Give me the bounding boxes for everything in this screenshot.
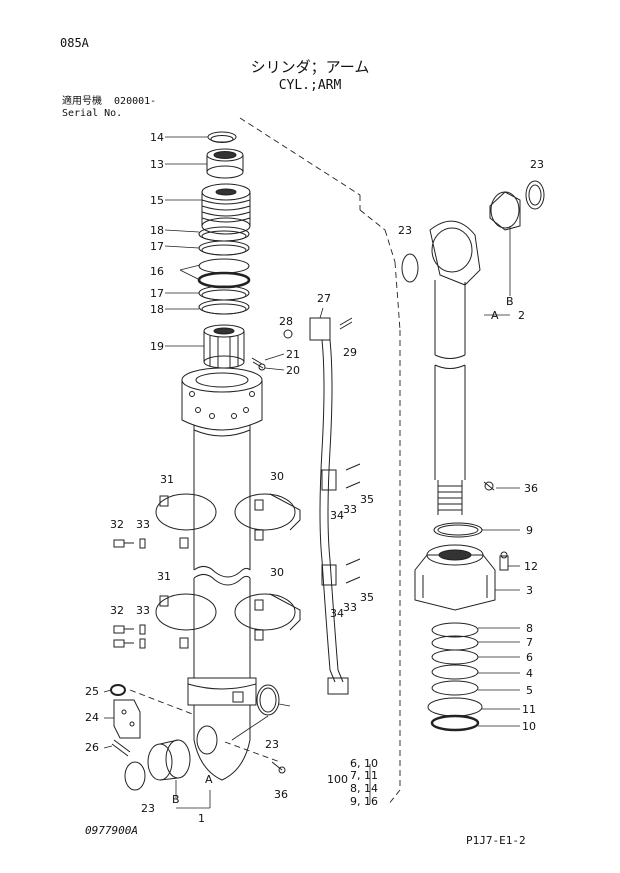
part-16-o-ring [197,258,251,289]
serial-label-en: Serial No. [62,108,123,119]
piston-seal-stack [427,622,483,732]
part-36-right [483,481,495,491]
callout-23: 23 [141,802,155,815]
callout-13: 13 [150,158,164,171]
callout-34: 34 [330,607,344,620]
dashed-frame [129,117,401,806]
callout-16: 16 [150,265,164,278]
callout-17: 17 [150,287,164,300]
callout-35: 35 [360,493,374,506]
part-25-o-ring [110,684,126,696]
part-3-piston [414,544,496,611]
kit-note: 6, 10 100 7, 11 8, 14 9, 16 [327,757,378,808]
callout-6: 6 [526,651,533,664]
callout-10: 10 [522,720,536,733]
part-23-rod-rings [401,180,545,283]
band-31-30-upper [155,493,301,549]
sheet-reference: P1J7-E1-2 [466,834,526,847]
callout-labels: 14 13 15 18 17 16 17 18 19 28 27 29 21 2… [85,131,544,825]
callout-B: B [506,295,514,308]
callout-20: 20 [286,364,300,377]
callout-26: 26 [85,741,99,754]
part-14-ring [207,131,237,143]
kit-line-4: 9, 16 [350,795,378,808]
callout-14: 14 [150,131,164,144]
part-18-backup-ring-lower [198,299,250,315]
kit-line-3: 8, 14 [350,782,378,795]
callout-32: 32 [110,518,124,531]
callout-4: 4 [526,667,533,680]
callout-15: 15 [150,194,164,207]
part-23-ring-right [256,684,280,716]
callout-18: 18 [150,303,164,316]
callout-A: A [205,773,213,786]
part-23-bushing-left [124,739,191,791]
callout-29: 29 [343,346,357,359]
callout-24: 24 [85,711,99,724]
part-20-21-screw [251,357,266,371]
page-title-jp: シリンダ；アーム [250,58,370,76]
callout-5: 5 [526,684,533,697]
callout-9: 9 [526,524,533,537]
part-17-seal-upper [198,240,250,256]
callout-1: 1 [198,812,205,825]
bolts-32-33 [113,538,146,649]
callout-33: 33 [343,601,357,614]
band-31-30-lower [155,593,301,649]
callout-33: 33 [343,503,357,516]
piston-rod [429,191,521,515]
callout-35: 35 [360,591,374,604]
part-26-bolt [111,739,131,757]
part-24-block [113,699,141,739]
callout-2: 2 [518,309,525,322]
kit-line-2: 7, 11 [350,769,378,782]
callout-27: 27 [317,292,331,305]
callout-19: 19 [150,340,164,353]
part-9-seal [433,522,483,538]
serial-label-jp: 適用号機 [62,96,102,107]
callout-31: 31 [160,473,174,486]
page-title-en: CYL.;ARM [278,78,342,93]
callout-12: 12 [524,560,538,573]
callout-3: 3 [526,584,533,597]
part-15-rod-cover [201,183,251,235]
callout-33: 33 [136,518,150,531]
callout-33: 33 [136,604,150,617]
callout-36: 36 [524,482,538,495]
part-36-grease [271,761,286,774]
callout-21: 21 [286,348,300,361]
callout-11: 11 [522,703,536,716]
callout-30: 30 [270,470,284,483]
callout-A: A [491,309,499,322]
callout-34: 34 [330,509,344,522]
callout-28: 28 [279,315,293,328]
callout-8: 8 [526,622,533,635]
callout-30: 30 [270,566,284,579]
part-19-nut [203,324,245,369]
callout-32: 32 [110,604,124,617]
callout-31: 31 [157,570,171,583]
kit-prefix: 100 [327,773,348,786]
callout-23: 23 [530,158,544,171]
pipe-27 [283,317,361,695]
callout-17: 17 [150,240,164,253]
leader-lines [103,136,520,809]
callout-7: 7 [526,636,533,649]
page-code: 085A [60,36,89,50]
kit-line-1: 6, 10 [350,757,378,770]
callout-23: 23 [398,224,412,237]
part-12-screw [499,551,509,571]
part-13-dust-seal [206,148,244,179]
callout-23: 23 [265,738,279,751]
serial-value: 020001- [114,96,157,107]
callout-36: 36 [274,788,288,801]
drawing-number: 0977900A [85,824,138,837]
callout-18: 18 [150,224,164,237]
callout-25: 25 [85,685,99,698]
cylinder-tube [181,367,263,781]
callout-B: B [172,793,180,806]
serial-block: 適用号機 020001- Serial No. [62,96,156,120]
